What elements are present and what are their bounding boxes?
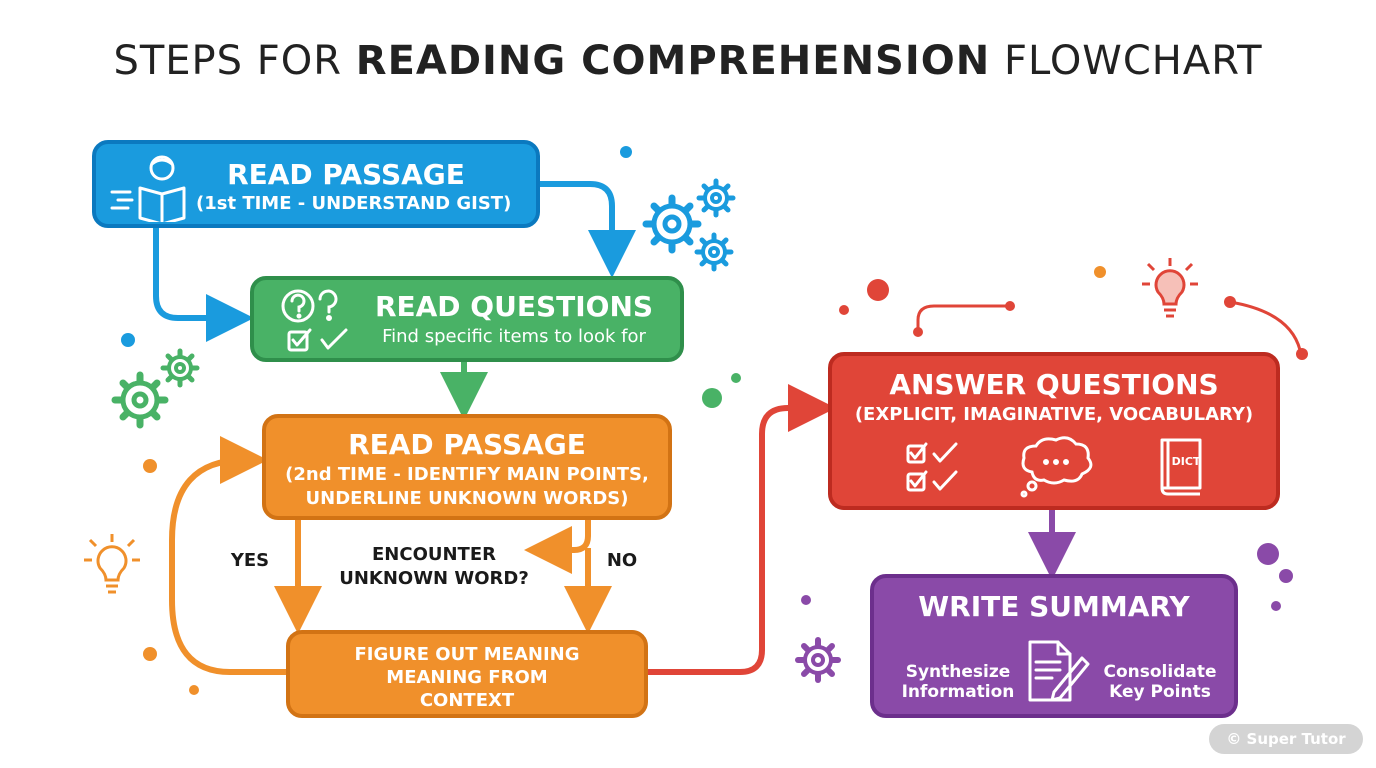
summary-left-line1: Synthesize bbox=[905, 662, 1011, 682]
dot-decor bbox=[867, 279, 889, 301]
read-passage-first-subtitle: (1st TIME - UNDERSTAND GIST) bbox=[196, 193, 512, 214]
question-marks-icon bbox=[281, 289, 338, 323]
figure-out-line2: MEANING FROM bbox=[386, 667, 548, 688]
arrow-decision-left bbox=[524, 520, 591, 574]
dot-decor bbox=[1279, 569, 1293, 583]
dictionary-label: DICT bbox=[1171, 455, 1201, 468]
dot-decor bbox=[1094, 266, 1106, 278]
dot-decor bbox=[121, 333, 135, 347]
summary-left-line2: Information bbox=[901, 682, 1015, 702]
read-passage-first-title: READ PASSAGE bbox=[227, 158, 465, 191]
title-bold: READING COMPREHENSION bbox=[355, 38, 991, 84]
lightbulb-icon bbox=[84, 534, 140, 594]
dot-decor bbox=[702, 388, 722, 408]
reader-icon bbox=[110, 155, 186, 222]
dot-decor bbox=[1296, 348, 1308, 360]
write-summary-title: WRITE SUMMARY bbox=[918, 590, 1190, 623]
title-suffix: FLOWCHART bbox=[990, 38, 1263, 84]
dot-decor bbox=[189, 685, 199, 695]
step-write-summary: WRITE SUMMARY Synthesize Information Con… bbox=[870, 574, 1238, 718]
gear-icon bbox=[160, 348, 200, 388]
dot-decor bbox=[839, 305, 849, 315]
checklist-icon bbox=[287, 328, 348, 352]
step-read-passage-first: READ PASSAGE (1st TIME - UNDERSTAND GIST… bbox=[92, 140, 540, 228]
dot-decor bbox=[1271, 601, 1281, 611]
gear-icon bbox=[795, 637, 841, 683]
read-passage-second-subtitle-line2: UNDERLINE UNKNOWN WORDS) bbox=[305, 488, 629, 509]
title-prefix: STEPS FOR bbox=[113, 38, 356, 84]
arrow-loop-back bbox=[169, 436, 286, 675]
arrow-read1-right bbox=[540, 181, 636, 278]
answer-questions-subtitle: (EXPLICIT, IMAGINATIVE, VOCABULARY) bbox=[854, 404, 1254, 425]
figure-out-line1: FIGURE OUT MEANING bbox=[354, 644, 580, 665]
lightbulb-icon bbox=[1142, 258, 1198, 318]
read-questions-title: READ QUESTIONS bbox=[374, 290, 654, 323]
gear-icon bbox=[642, 194, 702, 254]
dot-decor bbox=[143, 459, 157, 473]
dot-decor bbox=[143, 647, 157, 661]
dictionary-icon bbox=[1160, 438, 1202, 496]
dot-decor bbox=[801, 595, 811, 605]
summary-right-line1: Consolidate bbox=[1103, 662, 1217, 682]
checklist-icon bbox=[906, 442, 958, 492]
step-read-questions: READ QUESTIONS Find specific items to lo… bbox=[250, 276, 684, 362]
red-decor-curve bbox=[916, 304, 1010, 332]
red-decor-curve bbox=[1229, 300, 1302, 351]
arrow-read1-down bbox=[153, 228, 254, 342]
decision-question-line2: UNKNOWN WORD? bbox=[339, 568, 529, 589]
dot-decor bbox=[1005, 301, 1015, 311]
answer-questions-title: ANSWER QUESTIONS bbox=[889, 368, 1219, 401]
arrow-figure-to-answer bbox=[648, 384, 836, 675]
dot-decor bbox=[913, 327, 923, 337]
gear-icon bbox=[694, 232, 734, 272]
dot-decor bbox=[1257, 543, 1279, 565]
decision-yes-label: YES bbox=[230, 550, 270, 571]
document-pen-icon bbox=[1028, 640, 1090, 702]
read-passage-second-subtitle-line1: (2nd TIME - IDENTIFY MAIN POINTS, bbox=[285, 464, 649, 485]
page-title: STEPS FOR READING COMPREHENSION FLOWCHAR… bbox=[0, 38, 1376, 84]
watermark-badge: © Super Tutor bbox=[1209, 724, 1363, 754]
decision-question-line1: ENCOUNTER bbox=[372, 544, 496, 565]
gear-icon bbox=[696, 178, 736, 218]
thought-bubble-icon bbox=[1020, 436, 1093, 498]
read-questions-subtitle: Find specific items to look for bbox=[382, 326, 646, 347]
step-read-passage-second: READ PASSAGE (2nd TIME - IDENTIFY MAIN P… bbox=[262, 414, 672, 520]
gear-icon bbox=[111, 371, 169, 429]
step-answer-questions: ANSWER QUESTIONS (EXPLICIT, IMAGINATIVE,… bbox=[828, 352, 1280, 510]
read-passage-second-title: READ PASSAGE bbox=[348, 428, 586, 461]
figure-out-line3: CONTEXT bbox=[419, 690, 515, 711]
step-figure-out-meaning: FIGURE OUT MEANING MEANING FROM CONTEXT bbox=[286, 630, 648, 718]
dot-decor bbox=[1224, 296, 1236, 308]
summary-right-line2: Key Points bbox=[1109, 682, 1211, 702]
dot-decor bbox=[731, 373, 741, 383]
decision-no-label: NO bbox=[606, 550, 638, 571]
dot-decor bbox=[620, 146, 632, 158]
